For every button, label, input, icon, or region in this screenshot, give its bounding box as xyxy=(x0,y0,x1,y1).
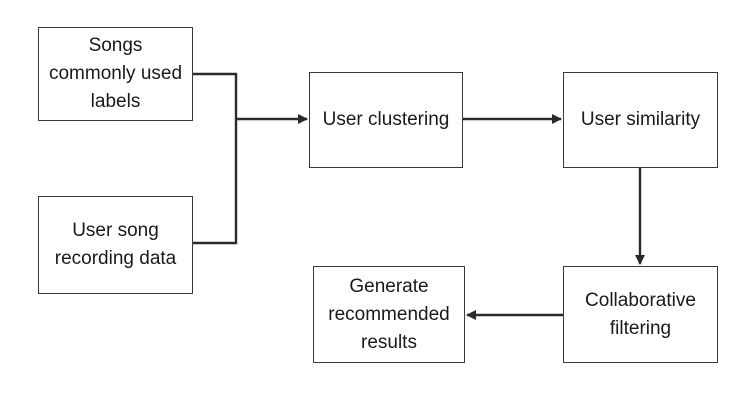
songs-labels-text: Songs commonly used labels xyxy=(48,35,183,112)
user-similarity-box: User similarity xyxy=(563,72,718,168)
collaborative-filtering-box: Collaborative filtering xyxy=(563,266,718,363)
connector-songs-labels-to-merge xyxy=(193,72,238,119)
user-clustering-box: User clustering xyxy=(309,72,463,168)
user-clustering-text: User clustering xyxy=(322,109,450,130)
connector-user-song-data-to-merge xyxy=(193,119,238,245)
songs-labels-box: Songs commonly used labels xyxy=(38,27,193,121)
generate-recommended-results-text: Generate recommended results xyxy=(328,275,450,353)
user-song-recording-data-box: User song recording data xyxy=(38,196,193,294)
generate-recommended-results-box: Generate recommended results xyxy=(313,266,465,363)
user-song-recording-data-text: User song recording data xyxy=(54,220,177,269)
user-similarity-text: User similarity xyxy=(580,109,701,130)
collaborative-filtering-text: Collaborative filtering xyxy=(585,289,696,339)
